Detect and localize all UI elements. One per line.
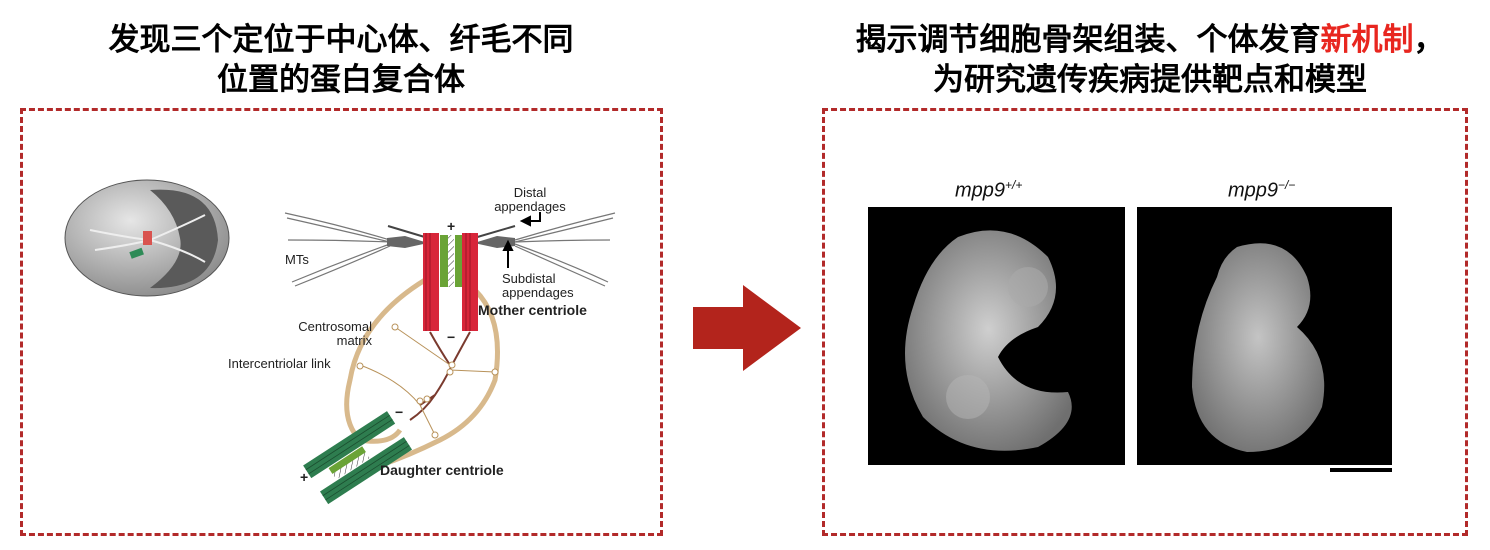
embryo-image-wt	[868, 207, 1125, 465]
genotype-wt-text: mpp9	[955, 179, 1006, 202]
right-arrow-icon	[693, 285, 801, 371]
node-dots	[356, 323, 499, 439]
left-title-line2: 位置的蛋白复合体	[217, 62, 465, 98]
right-title-line1: 揭示调节细胞骨架组装、个体发育新机制，	[800, 20, 1490, 60]
daughter-minus-label: −	[395, 404, 404, 420]
mother-minus-label: −	[447, 329, 456, 345]
embryo-image-ko	[1137, 207, 1392, 465]
left-panel-box	[20, 108, 663, 536]
distal-appendages-label: Distal appendages	[494, 185, 566, 214]
daughter-plus-label: +	[300, 469, 309, 485]
scale-bar	[1330, 468, 1392, 472]
left-title: 发现三个定位于中心体、纤毛不同 位置的蛋白复合体	[20, 20, 662, 100]
mother-centriole	[423, 233, 478, 331]
centrosomal-matrix-label: Centrosomal matrix	[298, 319, 372, 348]
comma: ，	[1413, 22, 1445, 58]
subdistal-appendages-label: Subdistal appendages	[502, 271, 574, 300]
mother-plus-label: +	[447, 218, 456, 234]
intercentriolar-link	[359, 326, 496, 436]
genotype-wt-label: mpp9+/+	[955, 178, 1022, 203]
label-pointers	[502, 212, 541, 268]
intercentriolar-link-label: Intercentriolar link	[228, 356, 331, 371]
mts-label: MTs	[285, 252, 309, 267]
right-title-line2: 为研究遗传疾病提供靶点和模型	[933, 62, 1367, 98]
genotype-ko-label: mpp9−/−	[1228, 178, 1295, 203]
right-title: 揭示调节细胞骨架组装、个体发育新机制， 为研究遗传疾病提供靶点和模型	[800, 20, 1490, 100]
genotype-wt-sup: +/+	[1005, 178, 1023, 192]
highlight-text: 新机制	[1320, 22, 1414, 58]
right-panel-box	[822, 108, 1468, 536]
cell-illustration	[64, 179, 230, 297]
genotype-ko-text: mpp9	[1228, 179, 1279, 202]
mother-centriole-label: Mother centriole	[478, 302, 587, 318]
left-title-line1: 发现三个定位于中心体、纤毛不同	[108, 22, 574, 58]
genotype-ko-sup: −/−	[1278, 178, 1296, 192]
microtubules	[284, 212, 616, 287]
centrosomal-matrix	[344, 277, 500, 473]
appendages	[387, 225, 516, 248]
daughter-centriole	[303, 411, 413, 505]
right-title-text: 揭示调节细胞骨架组装、个体发育	[855, 22, 1321, 58]
daughter-centriole-label: Daughter centriole	[380, 462, 504, 478]
